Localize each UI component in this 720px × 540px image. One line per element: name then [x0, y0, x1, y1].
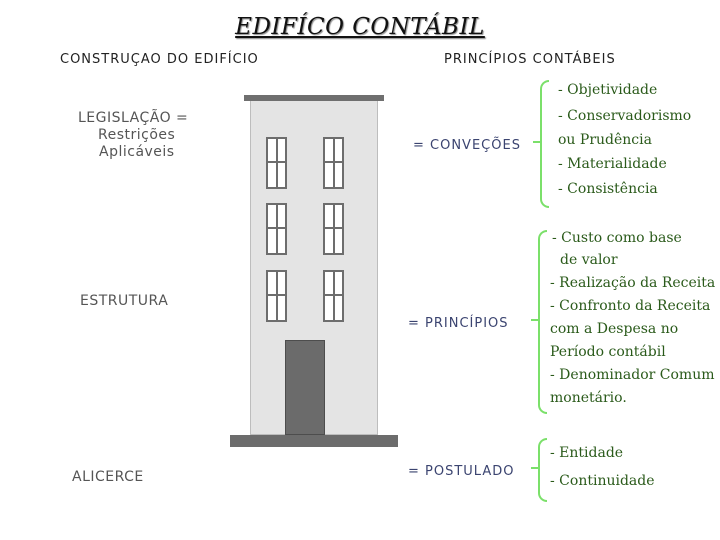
- item-periodo: Período contábil: [550, 344, 666, 360]
- item-custo-cont: de valor: [560, 252, 618, 268]
- label-postulado: = POSTULADO: [408, 464, 515, 479]
- building-door: [285, 340, 325, 435]
- item-conservadorismo: - Conservadorismo: [558, 108, 692, 124]
- building-base: [230, 435, 398, 447]
- window: [266, 270, 287, 322]
- brace-postulado: [538, 438, 547, 502]
- brace-tip: [533, 141, 541, 143]
- label-convencoes: = CONVEÇÕES: [413, 138, 521, 153]
- item-monetario: monetário.: [550, 390, 627, 406]
- brace-tip: [531, 319, 539, 321]
- item-confronto: - Confronto da Receita: [550, 298, 711, 314]
- label-legislacao: LEGISLAÇÃO = Restrições Aplicáveis: [78, 110, 218, 161]
- page-title: EDIFÍCO CONTÁBIL: [235, 14, 485, 40]
- label-principios: = PRINCÍPIOS: [408, 316, 509, 331]
- header-principios: PRINCÍPIOS CONTÁBEIS: [444, 52, 616, 67]
- brace-principios: [538, 230, 547, 414]
- legislacao-line: Restrições: [98, 127, 176, 143]
- item-materialidade: - Materialidade: [558, 156, 667, 172]
- item-realizacao: - Realização da Receita: [550, 275, 716, 291]
- window: [323, 203, 344, 255]
- item-entidade: - Entidade: [550, 445, 624, 461]
- item-confronto-cont: com a Despesa no: [550, 321, 679, 337]
- building-illustration: [230, 95, 398, 450]
- brace-tip: [531, 467, 539, 469]
- legislacao-line: LEGISLAÇÃO =: [78, 110, 189, 126]
- legislacao-line: Aplicáveis: [99, 144, 175, 160]
- header-construcao: CONSTRUÇAO DO EDIFÍCIO: [60, 52, 259, 67]
- brace-convencoes: [540, 80, 549, 208]
- building-cornice: [244, 95, 384, 101]
- item-custo: - Custo como base: [552, 230, 682, 246]
- item-denominador: - Denominador Comum: [550, 367, 715, 383]
- item-objetividade: - Objetividade: [558, 82, 658, 98]
- window: [323, 137, 344, 189]
- label-estrutura: ESTRUTURA: [80, 293, 169, 309]
- item-consistencia: - Consistência: [558, 181, 658, 197]
- window: [266, 203, 287, 255]
- window: [323, 270, 344, 322]
- window: [266, 137, 287, 189]
- label-alicerce: ALICERCE: [72, 469, 144, 485]
- item-continuidade: - Continuidade: [550, 473, 655, 489]
- item-prudencia: ou Prudência: [558, 132, 652, 148]
